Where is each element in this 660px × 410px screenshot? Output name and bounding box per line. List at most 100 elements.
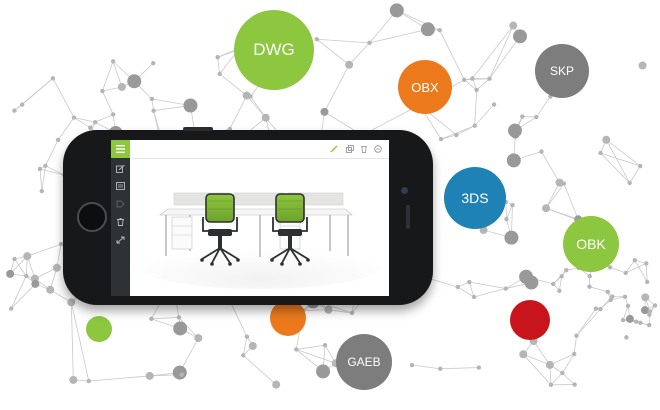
network-node — [71, 115, 77, 120]
network-node — [471, 294, 477, 300]
network-edge — [457, 286, 475, 298]
network-edge — [348, 42, 370, 66]
tag-icon[interactable] — [116, 200, 125, 208]
network-edge — [476, 78, 490, 91]
obk-format-bubble: OBK — [563, 216, 619, 272]
network-node — [467, 279, 472, 285]
network-node — [641, 293, 650, 302]
network-edge — [505, 201, 507, 220]
office-chair[interactable] — [270, 193, 310, 266]
network-node — [127, 74, 142, 89]
network-node — [645, 279, 650, 285]
network-node — [487, 76, 492, 81]
network-node — [602, 135, 611, 144]
network-node — [93, 119, 98, 125]
skp-format-bubble: SKP — [535, 44, 589, 98]
network-node — [173, 321, 188, 336]
edit-icon[interactable] — [116, 165, 125, 173]
app-sidebar — [111, 140, 130, 296]
network-node — [564, 267, 569, 273]
network-edge — [102, 61, 114, 92]
network-edge — [73, 117, 91, 129]
trash-icon[interactable] — [360, 145, 368, 153]
network-node — [320, 107, 329, 116]
trash-icon[interactable] — [116, 218, 125, 226]
network-node — [548, 382, 554, 387]
obx-format-bubble: OBX — [398, 60, 452, 114]
network-node — [520, 114, 525, 119]
phone-speaker — [406, 205, 410, 229]
network-node — [534, 114, 539, 120]
network-edge — [439, 30, 465, 80]
network-node — [625, 303, 631, 309]
network-node — [551, 281, 556, 287]
network-node — [472, 123, 477, 128]
network-edge — [622, 305, 629, 321]
network-node — [624, 335, 629, 340]
network-node — [513, 29, 528, 44]
network-node — [194, 334, 203, 343]
network-node — [539, 149, 544, 154]
network-edge — [469, 281, 506, 289]
network-node — [647, 322, 652, 328]
network-node — [634, 319, 639, 324]
network-node — [248, 94, 253, 99]
transform-icon[interactable] — [116, 236, 125, 244]
network-node — [316, 364, 331, 379]
network-node — [542, 204, 551, 213]
zoom-out-icon[interactable] — [374, 145, 382, 153]
network-node — [110, 112, 116, 117]
network-node — [598, 150, 603, 156]
network-edge — [41, 165, 46, 192]
gaeb-format-bubble: GAEB — [336, 334, 392, 390]
menu-button[interactable] — [111, 140, 130, 158]
gaeb-label: GAEB — [347, 355, 381, 369]
network-node — [314, 37, 320, 42]
network-node — [605, 289, 610, 295]
network-edge — [562, 353, 575, 374]
smartphone-frame — [63, 127, 433, 305]
network-node — [31, 279, 40, 288]
home-button[interactable] — [77, 202, 107, 232]
network-node — [638, 320, 643, 325]
copy-icon[interactable] — [346, 145, 354, 153]
network-node — [52, 263, 61, 272]
network-edge — [296, 349, 336, 364]
network-edge — [70, 302, 74, 380]
3d-viewer-canvas[interactable] — [130, 159, 389, 296]
network-edge — [316, 38, 370, 44]
network-edge — [369, 28, 428, 44]
network-node — [217, 71, 222, 77]
network-edge — [411, 364, 441, 370]
network-edge — [473, 288, 507, 298]
network-node — [510, 202, 515, 208]
network-edge — [56, 244, 62, 268]
brush-icon[interactable] — [330, 145, 338, 153]
network-edge — [541, 151, 560, 183]
network-node — [627, 180, 632, 186]
network-node — [176, 315, 182, 320]
network-node — [55, 137, 61, 143]
office-chair[interactable] — [200, 193, 240, 266]
network-node — [572, 382, 577, 387]
network-edge — [576, 308, 601, 337]
network-node — [555, 178, 564, 187]
network-node — [593, 306, 599, 311]
3ds-format-bubble: 3DS — [444, 167, 506, 229]
network-edge — [303, 309, 329, 311]
network-edge — [468, 281, 475, 298]
network-node — [560, 370, 565, 376]
dwg-label: DWG — [253, 40, 295, 59]
network-edge — [50, 289, 72, 303]
orange-decor-bubble — [270, 300, 306, 336]
list-icon[interactable] — [116, 182, 125, 190]
network-node — [491, 102, 497, 107]
network-edge — [558, 276, 563, 291]
network-node — [476, 365, 482, 370]
network-edge — [14, 258, 27, 277]
obk-label: OBK — [576, 236, 606, 252]
network-edge — [562, 372, 575, 385]
network-edge — [440, 125, 475, 140]
network-node — [149, 316, 154, 322]
network-edge — [324, 64, 350, 113]
